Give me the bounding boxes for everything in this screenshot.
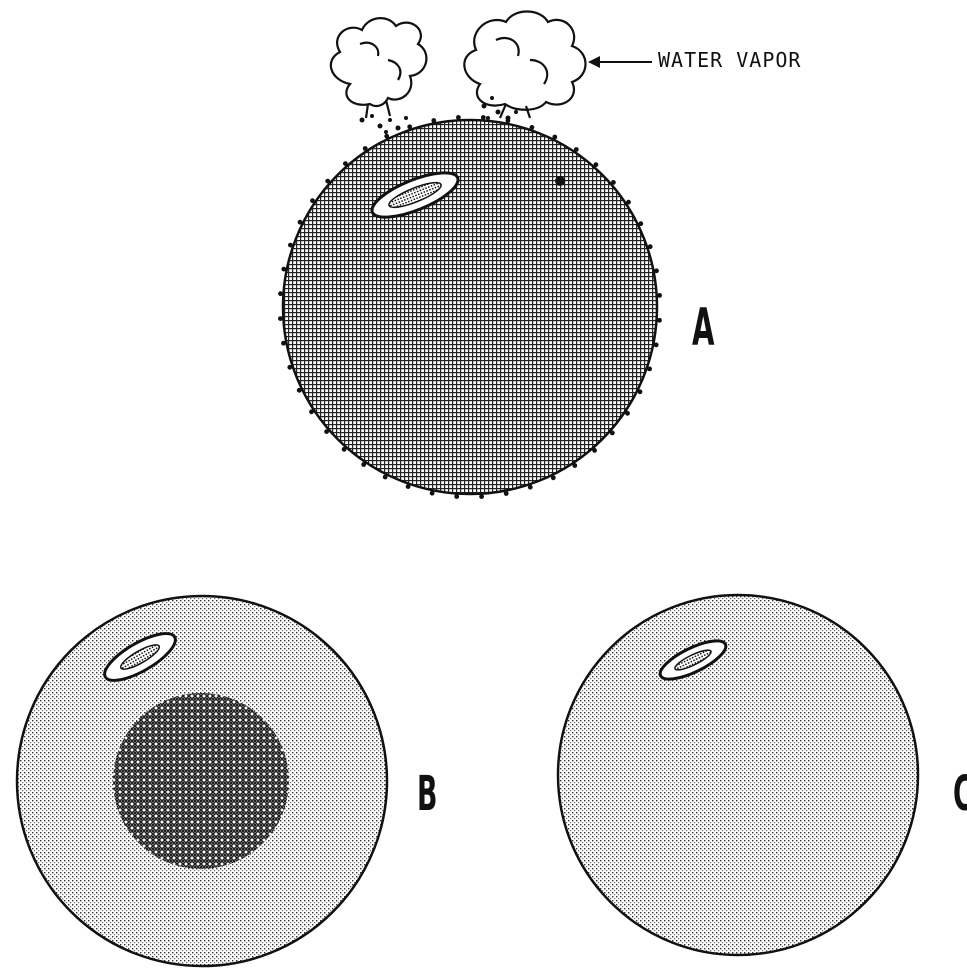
surface-speck — [430, 491, 435, 496]
surface-speck — [361, 462, 366, 467]
surface-speck — [431, 118, 436, 123]
water-vapor-label: WATER VAPOR — [658, 48, 801, 72]
surface-speck — [552, 135, 557, 140]
surface-speck — [528, 485, 533, 490]
surface-speck — [654, 268, 659, 273]
surface-speck — [343, 161, 348, 166]
surface-speck — [310, 198, 315, 203]
surface-speck — [594, 162, 599, 167]
surface-speck — [281, 267, 286, 272]
surface-speck — [363, 146, 368, 151]
droplet-b — [17, 596, 387, 966]
surface-speck — [456, 115, 461, 120]
water-vapor-puff-left — [331, 18, 427, 118]
droplet-c-body — [558, 595, 918, 955]
surface-speck — [648, 244, 653, 249]
surface-speck — [479, 494, 484, 499]
surface-speck — [657, 293, 662, 298]
surface-speck — [324, 429, 329, 434]
surface-speck — [454, 494, 459, 499]
surface-speck — [611, 180, 616, 185]
surface-speck — [309, 409, 314, 414]
surface-speck — [407, 124, 412, 129]
surface-speck — [342, 447, 347, 452]
surface-speck — [297, 388, 302, 393]
water-vapor-puff-right — [464, 12, 585, 119]
surface-speck — [278, 316, 283, 321]
panel-label-b: B — [417, 770, 437, 818]
surface-speck — [638, 389, 643, 394]
surface-speck — [610, 431, 615, 436]
surface-speck — [406, 484, 411, 489]
droplet-a-dot — [555, 176, 565, 186]
droplet-c — [558, 595, 918, 955]
surface-speck — [288, 243, 293, 248]
surface-speck — [574, 147, 579, 152]
panel-label-a: A — [692, 302, 714, 354]
surface-speck — [298, 220, 303, 225]
surface-speck — [592, 448, 597, 453]
surface-speck — [654, 343, 659, 348]
surface-speck — [626, 200, 631, 205]
surface-speck — [325, 179, 330, 184]
surface-speck — [504, 491, 509, 496]
droplet-a-body — [283, 120, 657, 494]
surface-speck — [384, 134, 389, 139]
water-vapor-arrow — [588, 56, 652, 68]
surface-speck — [287, 365, 292, 370]
droplet-a — [278, 115, 662, 499]
surface-speck — [278, 291, 283, 296]
surface-speck — [383, 475, 388, 480]
surface-speck — [647, 367, 652, 372]
surface-speck — [625, 411, 630, 416]
surface-speck — [481, 115, 486, 120]
surface-speck — [530, 125, 535, 130]
surface-speck — [657, 318, 662, 323]
surface-speck — [572, 463, 577, 468]
surface-speck — [551, 475, 556, 480]
panel-label-c: C — [953, 770, 967, 818]
droplet-b-core — [113, 693, 289, 869]
surface-speck — [281, 341, 286, 346]
surface-speck — [638, 221, 643, 226]
